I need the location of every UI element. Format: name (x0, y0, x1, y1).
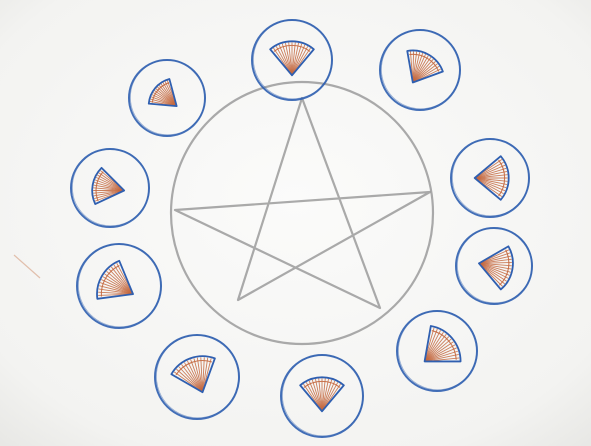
drawing-photo (0, 0, 591, 446)
